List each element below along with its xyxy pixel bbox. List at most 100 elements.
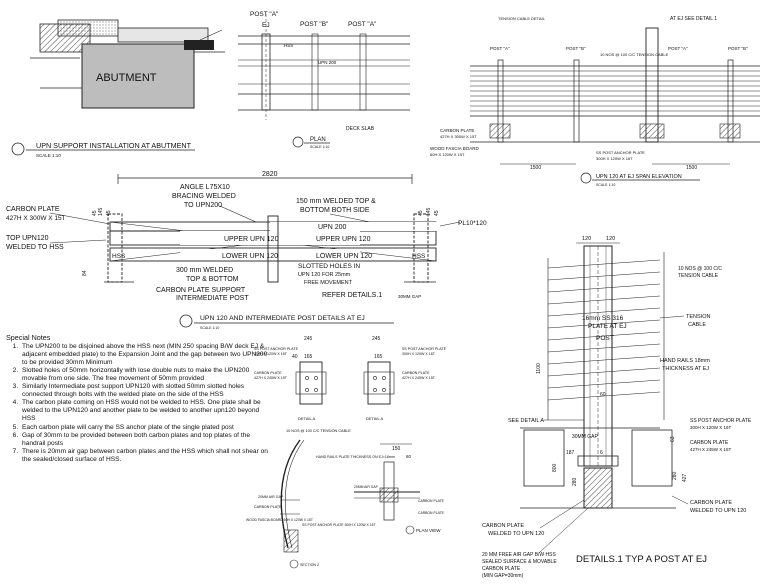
d1-d280: 280 [672,471,678,480]
d1-d187: 187 [566,450,575,456]
ip-row-lower-label-2: LOWER UPN 120 [316,253,372,260]
d1-d60: 60 [600,392,606,398]
special-note: Each carbon plate will carry the SS anch… [20,424,268,432]
da-dim-40: 40 [292,354,298,360]
abutment-leader [199,29,223,41]
special-notes-list: The UPN200 to be disjoined above the HSS… [6,343,268,464]
plan-hss: HSS [284,43,293,48]
d1-ss-anchor: SS POST ANCHOR PLATE [690,418,752,424]
elev-wood-fascia-size: 60H X 120W X 15T [430,152,465,157]
ip-dim-2820: 2820 [262,171,278,178]
ip-slotted: SLOTTED HOLES IN [298,263,360,270]
plan-post-a-left: POST "A" [250,11,279,18]
elev-dim-1500-left: 1500 [530,165,541,171]
da-right-cp-size: 427H X 245W X 15T [402,376,436,380]
special-note: Slotted holes of 50mm horizontally with … [20,367,268,383]
da-dim-245-r: 245 [372,336,381,342]
ip-row-lower [109,247,437,262]
ip-to-upn200: TO UPN200 [184,202,222,209]
d1-handrails: HAND RAILS 18mm [660,358,710,364]
abutment-scale: SCALE 1:10 [36,153,61,158]
d1-mm-gap: 30MM GAP [572,434,599,440]
d1-d280-l: 280 [572,477,578,486]
cv-plan-view: PLAN VIEW [416,528,441,533]
plan-post-a-right: POST "A" [348,21,377,28]
elev-scale: SCALE 1:10 [596,183,615,187]
ip-row-upper-label-2: UPPER UPN 120 [316,236,371,243]
special-note: Similarly Intermediate post support UPN1… [20,383,268,399]
d1-tension-2: TENSION CABLE [678,273,719,279]
plan-title: PLAN [310,137,326,143]
d1-hss-block [583,467,613,509]
plan-post-b: POST "B" [300,21,329,28]
d1-sealed: SEALED SURFACE & MOVABLE [482,559,557,565]
d1-post-label: POST [596,335,614,342]
ip-carbon-plate: CARBON PLATE [6,206,60,213]
abutment-title-bubble [11,142,25,156]
elev-carbon-plate-size: 427H X 300W X 15T [440,134,477,139]
special-note: There is 20mm air gap between carbon pla… [20,448,268,464]
ip-bottom-both: BOTTOM BOTH SIDE [300,207,370,214]
d1-plate-at-ej: PLATE AT EJ [588,323,627,330]
special-note: The UPN200 to be disjoined above the HSS… [20,343,268,367]
da-dim-165: 165 [304,354,313,360]
d1-dim-120b: 120 [606,236,615,242]
ip-title: UPN 120 AND INTERMEDIATE POST DETAILS AT… [200,315,365,322]
detail-a-plates: SS POST ANCHOR PLATE 300H X 120W X 16T C… [254,336,447,421]
d1-d427: 427 [682,473,688,482]
ip-hss-left: HSS [112,253,126,260]
plan-title-bubble [292,136,304,148]
abutment-body [81,43,195,109]
d1-see-detail: SEE DETAIL A [508,418,544,424]
da-left-cp: CARBON PLATE [254,371,282,375]
elev-tension-cable: 10 NOS @ 100 C/C TENSION CABLE [600,52,669,57]
da-left-label: SS POST ANCHOR PLATE [254,347,299,351]
ip-welded-150: 150 mm WELDED TOP & [296,198,376,205]
d1-d63: 63 [670,436,676,442]
cv-plan-carbon: CARBON PLATE [418,499,445,503]
d1-cp-welded-r: CARBON PLATE [690,500,732,506]
ip-dim-right-1: 45 [418,210,424,216]
d1-dim-120a: 120 [582,236,591,242]
d1-d800: 800 [552,463,558,472]
cv-dim-60: 60 [406,454,412,459]
d1-cp: CARBON PLATE [690,440,729,446]
d1-air-gap: 20 MM FREE AIR GAP B/W HSS [482,552,556,558]
d1-cp-welded-2: WELDED TO UPN 120 [488,531,544,537]
detail-1-post-at-ej: 120 120 10 NOS @ 100 C/C TENSION CABLE 1… [482,236,752,579]
curved-section-and-plan: 10 NOS @ 100 C/C TENSION CABLE HAND RAIL… [246,429,445,569]
elev-tension-detail: TENSION CABLE DETAIL [498,16,546,21]
ip-bracing: BRACING WELDED [172,193,236,200]
ip-slotted-3: FREE MOVEMENT [304,280,353,286]
da-right-size: 300H X 120W X 16T [402,352,436,356]
plan-deck-slab: DECK SLAB [346,126,375,132]
ip-carbon-plate-size: 427H X 300W X 15T [6,215,66,222]
ip-refer: REFER DETAILS.1 [322,292,382,299]
special-note: Gap of 30mm to be provided between both … [20,432,268,448]
ip-dim-right-3: 45 [434,210,440,216]
ip-dim-left-1: 45 [92,210,98,216]
elev-carbon-plate: CARBON PLATE [440,128,474,133]
cv-tension: 10 NOS @ 100 C/C TENSION CABLE [286,429,351,433]
ip-scale: SCALE 1:10 [200,326,219,330]
ip-welded-hss: WELDED TO HSS [6,244,64,251]
special-notes-heading: Special Notes [6,333,51,342]
elev-wood-fascia: WOOD FASCIA BOARD [430,146,480,151]
da-right-label: SS POST ANCHOR PLATE [402,347,447,351]
cv-section: SECTION Z [300,563,320,567]
cv-section-bubble [289,559,299,569]
d1-ss-anchor-size: 300H X 120W X 16T [690,425,732,430]
elev-title: UPN 120 AT EJ SPAN ELEVATION [596,174,682,180]
ip-row-lower-label: LOWER UPN 120 [222,253,278,260]
elev-anchor-plate: SS POST ANCHOR PLATE [596,150,645,155]
ip-gap: 30MM GAP [398,294,421,299]
ip-dim-84: 84 [82,270,88,276]
plan-scale: SCALE 1:10 [310,145,329,149]
ip-cp-support: CARBON PLATE SUPPORT [156,287,246,294]
ip-title-bubble [179,314,193,328]
cv-wood: WOOD FASCIA BOARD 60H X 120W X 15T [246,518,313,522]
d1-cp-min: CARBON PLATE [482,566,521,572]
abutment-bearing [184,40,214,50]
d1-title: DETAILS.1 TYP A POST AT EJ [576,554,707,565]
